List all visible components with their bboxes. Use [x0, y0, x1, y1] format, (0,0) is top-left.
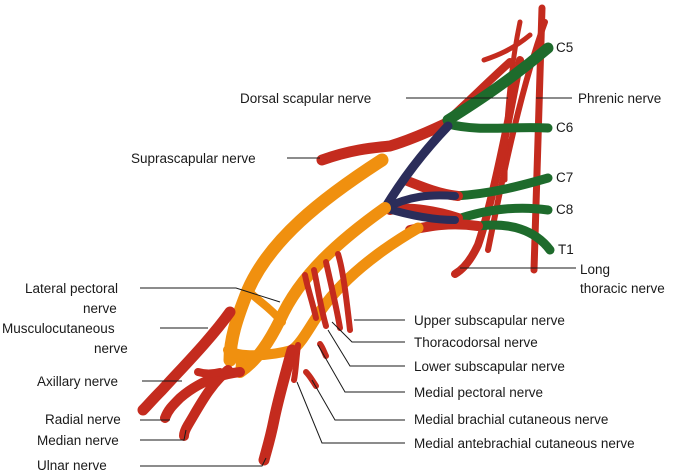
label-medial-pectoral-nerve: Medial pectoral nerve — [414, 385, 543, 400]
label-upper-subscapular-nerve: Upper subscapular nerve — [414, 313, 565, 328]
terminal-branches — [137, 306, 298, 466]
root-label-c8: C8 — [556, 202, 573, 217]
label-lower-subscapular-nerve: Lower subscapular nerve — [414, 359, 565, 374]
label-suprascapular-nerve: Suprascapular nerve — [131, 151, 256, 166]
label-long-thoracic-nerve-line1: Long — [580, 262, 610, 277]
label-medial-brachial-cutaneous-nerve: Medial brachial cutaneous nerve — [414, 412, 608, 427]
root-label-t1: T1 — [558, 242, 574, 257]
label-radial-nerve: Radial nerve — [45, 412, 121, 427]
label-lateral-pectoral-nerve-line2: nerve — [83, 301, 117, 316]
leader-lines — [140, 97, 576, 467]
label-thoracodorsal-nerve: Thoracodorsal nerve — [414, 335, 538, 350]
label-musculocutaneous-nerve-line1: Musculocutaneous — [2, 321, 115, 336]
label-musculocutaneous-nerve-line2: nerve — [94, 341, 128, 356]
root-label-c6: C6 — [556, 120, 573, 135]
subscapular-branches — [302, 251, 353, 333]
labels: C5 C6 C7 C8 T1 Dorsal scapular nerve Phr… — [2, 40, 665, 473]
label-phrenic-nerve: Phrenic nerve — [578, 91, 661, 106]
label-ulnar-nerve: Ulnar nerve — [37, 458, 107, 473]
label-axillary-nerve: Axillary nerve — [37, 374, 118, 389]
posterior-cord — [223, 153, 424, 378]
label-dorsal-scapular-nerve: Dorsal scapular nerve — [240, 91, 371, 106]
suprascapular-nerve-path — [316, 118, 451, 166]
label-long-thoracic-nerve-line2: thoracic nerve — [580, 281, 665, 296]
root-label-c5: C5 — [556, 40, 573, 55]
label-medial-antebrachial-cutaneous-nerve: Medial antebrachial cutaneous nerve — [414, 436, 635, 451]
label-median-nerve: Median nerve — [37, 433, 119, 448]
root-label-c7: C7 — [556, 170, 573, 185]
spinal-roots — [442, 42, 555, 255]
label-lateral-pectoral-nerve-line1: Lateral pectoral — [25, 281, 118, 296]
